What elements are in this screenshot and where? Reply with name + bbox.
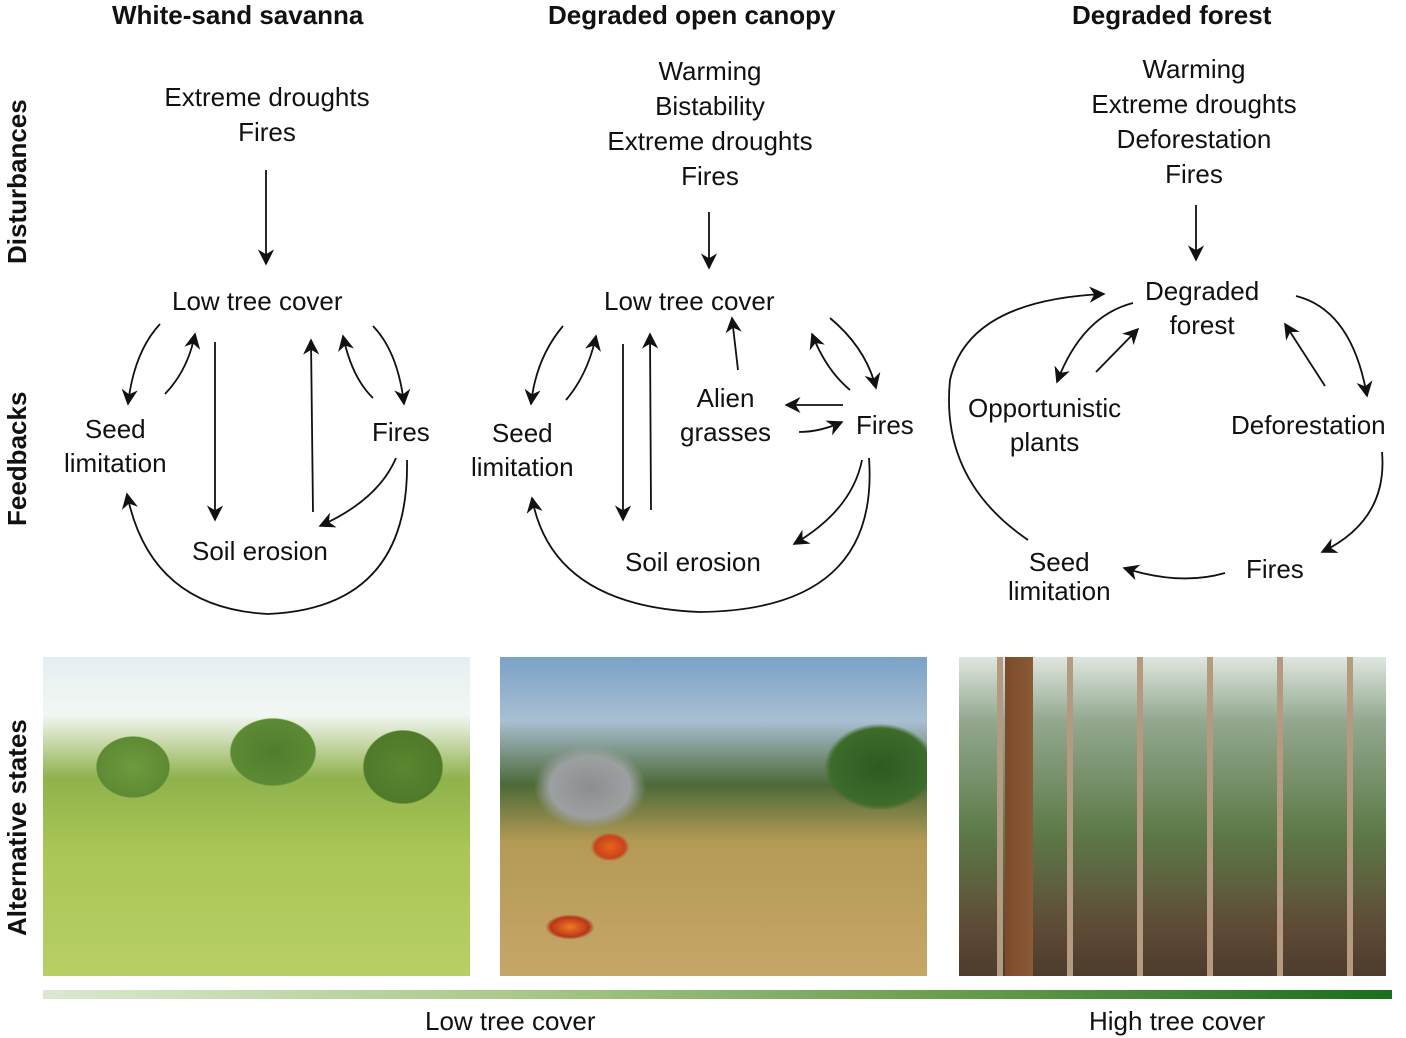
arrow-deforestation-to-center: [1284, 322, 1326, 387]
node-line: limitation: [64, 448, 167, 478]
disturbance-item: Extreme droughts: [164, 82, 370, 112]
arrow-fires-to-soil: [318, 457, 397, 528]
disturbance-item: Warming: [1142, 54, 1246, 84]
node-line: Seed: [84, 414, 146, 444]
arrow-fires-to-seed: [1122, 564, 1226, 581]
node-fires: Fires: [856, 410, 914, 440]
arrow-seed-to-center: [565, 334, 601, 401]
node-seed-limitation: Seed limitation: [471, 416, 574, 484]
savanna-photo: [43, 657, 470, 976]
arrow-fires-to-seed: [526, 457, 871, 613]
row-label-alternative-states: Alternative states: [2, 719, 32, 936]
disturbance-item: Fires: [1165, 159, 1223, 189]
arrow-center-to-seed: [121, 323, 161, 406]
column-title-savanna: White-sand savanna: [112, 0, 364, 30]
column-title-degraded-forest: Degraded forest: [1072, 0, 1272, 30]
disturbance-item: Extreme droughts: [1091, 89, 1297, 119]
node-opportunistic-plants: Opportunistic plants: [968, 391, 1121, 459]
arrow-center-to-deforestation: [1295, 295, 1373, 398]
disturbances-savanna: Extreme droughts Fires: [150, 80, 384, 150]
disturbance-item: Bistability: [655, 91, 765, 121]
degraded-forest-photo: [959, 657, 1386, 976]
arrow-fires-to-seed: [121, 459, 408, 615]
tree-cover-gradient-bar: [43, 990, 1392, 999]
arrow-alien-to-center: [725, 316, 742, 371]
node-fires: Fires: [1246, 554, 1304, 584]
node-line: limitation: [1008, 576, 1111, 606]
node-line: Opportunistic: [968, 393, 1122, 423]
disturbances-open-canopy: Warming Bistability Extreme droughts Fir…: [590, 54, 830, 194]
arrow-center-to-fires: [372, 325, 411, 406]
column-title-open-canopy: Degraded open canopy: [548, 0, 836, 30]
node-low-tree-cover: Low tree cover: [172, 286, 343, 316]
arrow-opportunistic-to-center: [1095, 327, 1140, 373]
arrow-seed-to-center: [164, 332, 201, 395]
arrow-center-to-fires: [829, 317, 881, 390]
arrow-fires-to-center: [338, 334, 374, 399]
arrow-soil-to-center: [641, 332, 659, 511]
node-low-tree-cover: Low tree cover: [604, 286, 775, 316]
disturbance-item: Deforestation: [1116, 124, 1272, 154]
node-soil-erosion: Soil erosion: [625, 547, 761, 577]
node-alien-grasses: Alien grasses: [680, 381, 771, 449]
node-deforestation: Deforestation: [1231, 410, 1386, 440]
node-line: forest: [1169, 310, 1235, 340]
arrow-seed-to-center: [948, 286, 1106, 541]
disturbance-item: Fires: [238, 117, 296, 147]
disturbances-degraded-forest: Warming Extreme droughts Deforestation F…: [1074, 52, 1314, 192]
arrow-alien-to-fires: [798, 420, 844, 436]
gradient-label-high: High tree cover: [1089, 1006, 1266, 1036]
node-line: grasses: [680, 417, 772, 447]
node-degraded-forest: Degraded forest: [1145, 274, 1259, 342]
node-line: limitation: [471, 452, 574, 482]
node-line: plants: [1009, 427, 1080, 457]
arrow-soil-to-center: [303, 338, 320, 513]
arrow-fires-to-center: [809, 332, 851, 391]
node-fires: Fires: [372, 417, 430, 447]
node-soil-erosion: Soil erosion: [192, 536, 328, 566]
disturbance-item: Fires: [681, 161, 739, 191]
node-line: Seed: [491, 418, 553, 448]
arrow-center-to-opportunistic: [1054, 302, 1134, 384]
node-line: Seed: [1028, 547, 1090, 577]
node-seed-limitation: Seed limitation: [1008, 548, 1111, 606]
feedback-arrows: [121, 170, 1384, 615]
node-seed-limitation: Seed limitation: [64, 412, 167, 480]
gradient-label-low: Low tree cover: [425, 1006, 596, 1036]
disturbance-item: Warming: [658, 56, 762, 86]
arrow-fires-to-soil: [792, 459, 863, 545]
disturbance-item: Extreme droughts: [607, 126, 813, 156]
burning-grassland-photo: [500, 657, 927, 976]
node-line: Degraded: [1145, 276, 1260, 306]
arrow-center-to-seed: [524, 325, 564, 406]
arrow-deforestation-to-fires: [1320, 451, 1384, 553]
node-line: Alien: [696, 383, 755, 413]
